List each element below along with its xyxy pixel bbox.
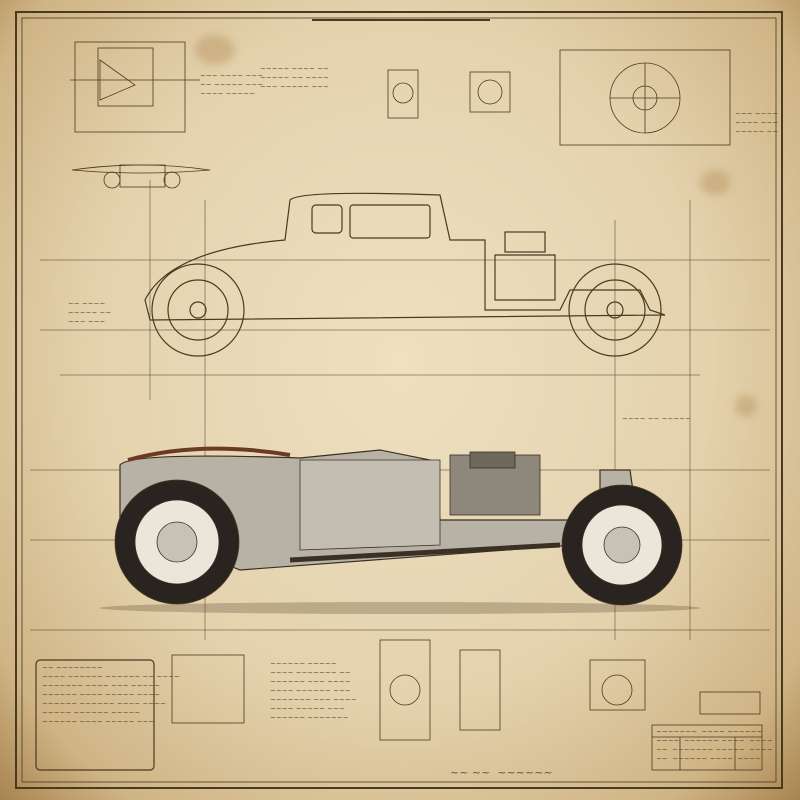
roadster-side-view [100,446,700,614]
signature: ~~ ~~ ~~~~~~ [450,766,553,779]
annotation-top-center: ~~~~~ ~~~~ ~~ ~~~~~ ~~ ~~~~ ~~~ ~~~~~ ~~… [260,65,329,91]
paper-stain [735,395,757,417]
annotation-top-left: ~~~ ~~~~ ~~~ ~~ ~~~~~ ~~~ ~~~~ ~~~~~ [200,72,264,98]
annotation-top-right: ~~~ ~~~~ ~~~~ ~~~ ~~~~~ ~~ [735,110,779,136]
paper-stain [700,170,730,195]
annotation-side-left: ~~ ~~~~ ~~~~~ ~~ ~~~ ~~~ [68,300,112,326]
annotation-mid-right: ~~~~ ~~ ~~~~~ [622,415,691,423]
paper-stain [195,35,235,65]
front-view [71,164,211,189]
coupe-side-view [144,192,666,357]
title-block-text: ~~~~~~~ ~~~~ ~~~~~~ ~~~~ ~~~~~~ ~~~~ ~~~… [656,728,773,763]
detail-triangle [70,41,200,133]
spec-block-text: ~~ ~~~~~~~~ ~~~~ ~~~~~~ ~~~~~~ ~~ ~~~~ ~… [42,664,180,726]
notes-column: ~~~~~~ ~~~~~ ~~~~ ~~~~~~~ ~~ ~~~~~~ ~~~ … [270,660,357,722]
